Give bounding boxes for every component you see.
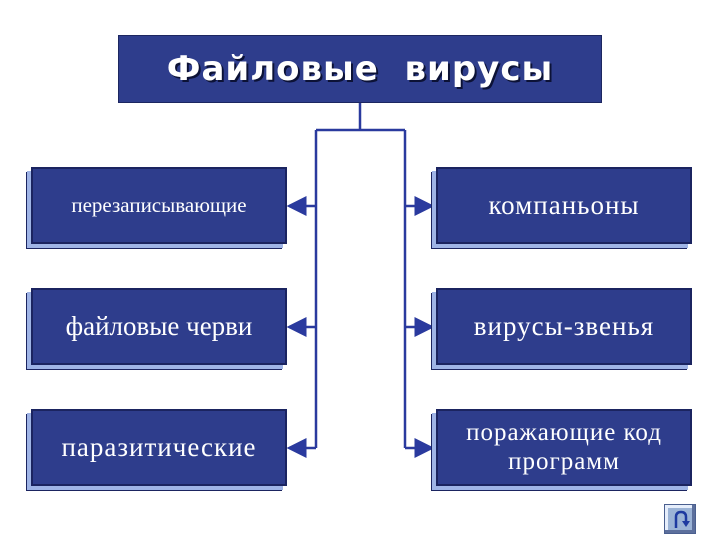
node-label: вирусы-звенья xyxy=(473,310,655,341)
node-label: файловые черви xyxy=(65,310,253,341)
node-kompanony: компаньоны xyxy=(436,167,692,244)
node-perezapisyvayushchie: перезаписывающие xyxy=(31,167,287,244)
node-label: паразитические xyxy=(61,431,257,462)
node-virusy-zvenya: вирусы-звенья xyxy=(436,288,692,365)
u-turn-arrow-icon xyxy=(674,510,690,528)
node-faylovye-chervi: файловые черви xyxy=(31,288,287,365)
node-label: поражающие код программ xyxy=(466,418,662,475)
node-label: перезаписывающие xyxy=(71,193,247,218)
diagram-title: Файловые вирусы xyxy=(166,49,554,89)
node-label: компаньоны xyxy=(488,189,640,220)
node-paraziticheskie: паразитические xyxy=(31,409,287,486)
title-box: Файловые вирусы xyxy=(118,35,602,103)
return-button[interactable] xyxy=(664,504,696,534)
node-porazhayushchie-kod-programm: поражающие код программ xyxy=(436,409,692,486)
